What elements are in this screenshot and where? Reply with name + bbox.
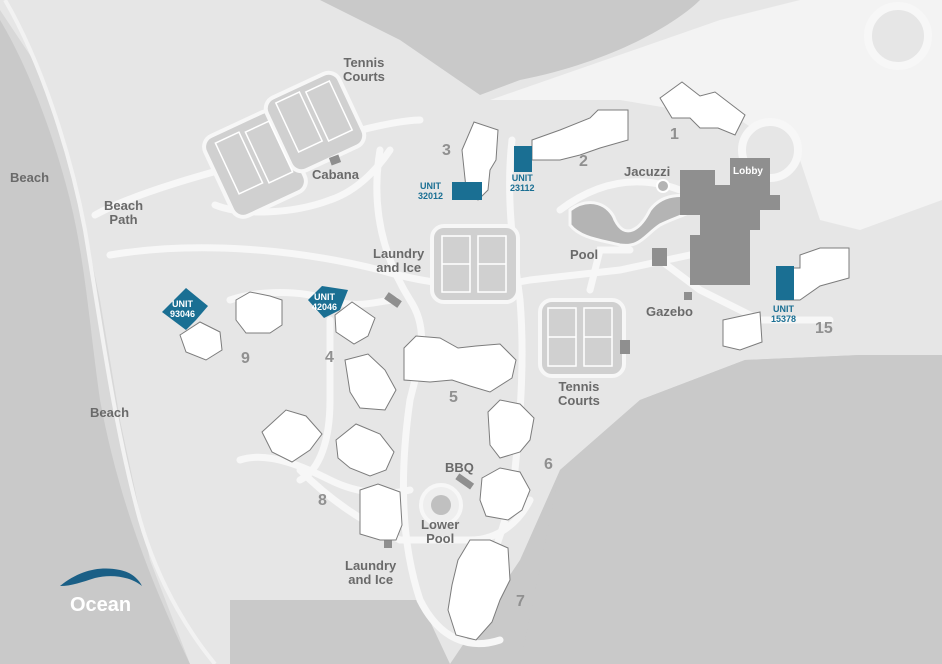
label-ocean: Ocean [70, 594, 132, 616]
label-lower-pool: Lower Pool [421, 517, 460, 546]
building-number-7: 7 [516, 593, 525, 610]
label-tennis-courts-top: Tennis Courts [343, 55, 385, 84]
label-gazebo: Gazebo [646, 304, 693, 319]
shoreline [0, 20, 190, 664]
building-number-9: 9 [241, 350, 250, 367]
label-bbq: BBQ [445, 460, 474, 475]
lower-pool-water [431, 495, 451, 515]
label-pool: Pool [570, 247, 599, 262]
label-tennis-courts-mid: Tennis Courts [558, 379, 600, 408]
unit-42046-marker [308, 286, 348, 318]
label-beach-path: Beach Path [104, 198, 144, 227]
unit-15378-label[interactable]: UNIT 15378 [771, 304, 797, 324]
unit-15378-marker [776, 266, 794, 300]
laundry-top-marker [384, 292, 402, 308]
unit-93046-label[interactable]: UNIT 93046 [170, 299, 196, 319]
unit-23112-marker [514, 146, 532, 172]
building-number-8: 8 [318, 492, 327, 509]
label-laundry-top: Laundry and Ice [373, 246, 425, 275]
pool-kiosk [652, 248, 667, 266]
label-beach-bottom: Beach [90, 405, 130, 420]
gazebo-marker [684, 292, 692, 300]
building-number-2: 2 [579, 153, 588, 170]
label-jacuzzi: Jacuzzi [624, 164, 671, 179]
unit-32012-label[interactable]: UNIT 32012 [418, 181, 444, 201]
buildings [179, 81, 850, 641]
wave-icon [60, 568, 142, 586]
building-number-5: 5 [449, 389, 458, 406]
label-cabana: Cabana [312, 167, 359, 182]
building-number-4: 4 [325, 349, 334, 366]
jacuzzi-circle [656, 179, 670, 193]
label-laundry-bottom: Laundry and Ice [345, 558, 397, 587]
label-lobby: Lobby [733, 166, 763, 177]
outer-grey-region [320, 0, 700, 95]
bbq-marker [455, 473, 475, 490]
building-number-1: 1 [670, 126, 679, 143]
court-shed [620, 340, 630, 354]
highlighted-units [162, 146, 794, 330]
unit-93046-marker [162, 288, 208, 330]
beach-edge [3, 0, 217, 664]
tennis-courts-upper-mid [430, 224, 520, 304]
laundry-bottom-marker [384, 540, 392, 548]
label-beach-top: Beach [10, 170, 50, 185]
cabana-marker [328, 154, 342, 166]
tennis-courts-top [202, 70, 367, 219]
bottom-right-grey [520, 355, 942, 664]
tennis-courts-mid [538, 298, 626, 378]
building-number-15: 15 [815, 320, 833, 337]
unit-23112-label[interactable]: UNIT 23112 [510, 173, 535, 193]
unit-42046-label[interactable]: UNIT 42046 [312, 292, 338, 312]
bottom-grey-region [230, 600, 450, 664]
roundabout [864, 2, 932, 70]
building-number-6: 6 [544, 456, 553, 473]
building-number-3: 3 [442, 142, 451, 159]
lobby-building [680, 158, 780, 285]
unit-32012-marker [452, 182, 482, 200]
